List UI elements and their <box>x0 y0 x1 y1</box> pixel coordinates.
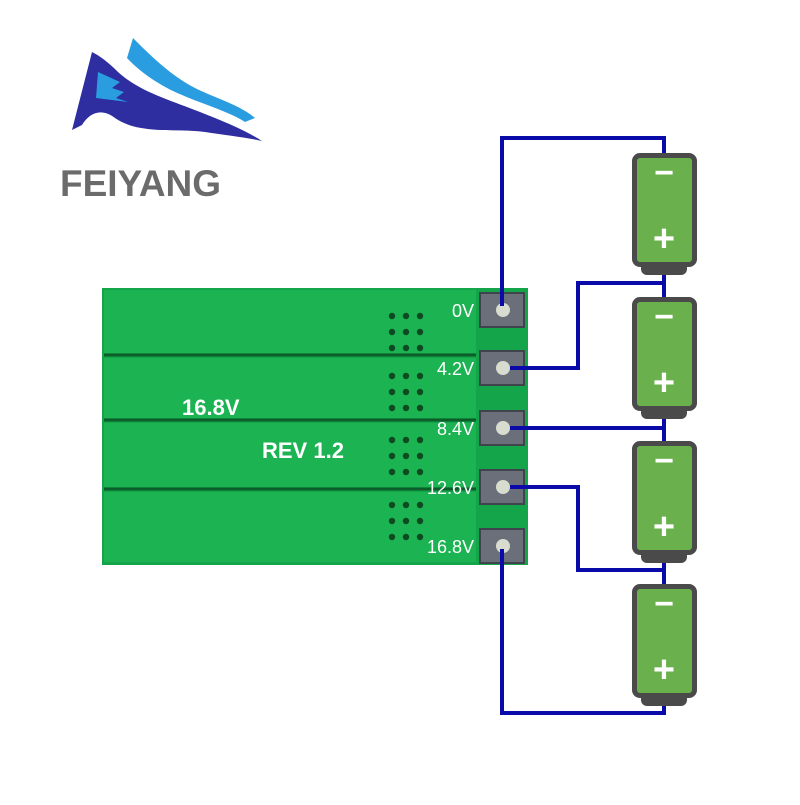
battery-cell: −+ <box>632 153 697 275</box>
wire-12-6v <box>510 485 664 572</box>
pcb-bar-3 <box>104 423 476 487</box>
via <box>416 388 424 396</box>
via <box>388 344 396 352</box>
via <box>388 452 396 460</box>
silkscreen-voltage: 16.8V <box>182 395 240 420</box>
feiyang-logo <box>72 38 262 141</box>
brand-name: FEIYANG <box>60 163 221 204</box>
battery-positive-sign: + <box>653 506 675 548</box>
battery-positive-sign: + <box>653 218 675 260</box>
pad-label: 16.8V <box>427 537 474 557</box>
via <box>402 372 410 380</box>
battery-body <box>637 302 692 406</box>
via <box>416 452 424 460</box>
battery-cell: −+ <box>632 441 697 563</box>
via <box>388 404 396 412</box>
via <box>402 517 410 525</box>
via <box>416 501 424 509</box>
battery-negative-sign: − <box>654 154 674 192</box>
via <box>416 312 424 320</box>
via <box>388 372 396 380</box>
battery-body <box>637 158 692 262</box>
battery-cell: −+ <box>632 297 697 419</box>
battery-negative-sign: − <box>654 442 674 480</box>
via <box>416 436 424 444</box>
battery-positive-sign: + <box>653 649 675 691</box>
via <box>416 372 424 380</box>
pad-label: 0V <box>452 301 474 321</box>
pad-hole <box>496 480 510 494</box>
via <box>402 436 410 444</box>
pad-label: 4.2V <box>437 359 474 379</box>
logo-dark-blue-flag <box>72 52 262 141</box>
via <box>402 501 410 509</box>
via <box>388 517 396 525</box>
via <box>402 328 410 336</box>
battery-cell: −+ <box>632 584 697 706</box>
via <box>388 388 396 396</box>
via <box>416 533 424 541</box>
pad-hole <box>496 539 510 553</box>
battery-stack: −+−+−+−+ <box>632 153 697 706</box>
via <box>402 533 410 541</box>
pcb-bar-4 <box>104 492 476 562</box>
via <box>402 312 410 320</box>
battery-negative-sign: − <box>654 298 674 336</box>
silkscreen-revision: REV 1.2 <box>262 438 344 463</box>
via <box>402 388 410 396</box>
via <box>416 517 424 525</box>
battery-positive-sign: + <box>653 362 675 404</box>
via <box>388 501 396 509</box>
via <box>402 468 410 476</box>
via <box>416 404 424 412</box>
via <box>416 328 424 336</box>
pcb-board: 0V 4.2V 8.4V 12.6V 16.8V <box>102 288 528 565</box>
wire-4-2v <box>510 281 664 370</box>
via <box>388 436 396 444</box>
via <box>402 404 410 412</box>
pad-hole <box>496 421 510 435</box>
battery-body <box>637 589 692 693</box>
via <box>402 452 410 460</box>
via <box>388 328 396 336</box>
via <box>402 344 410 352</box>
via <box>416 344 424 352</box>
via <box>388 312 396 320</box>
logo-light-blue-accent <box>96 72 128 102</box>
logo-light-blue-wave <box>127 38 255 122</box>
pad-label: 8.4V <box>437 419 474 439</box>
pad-hole <box>496 361 510 375</box>
battery-negative-sign: − <box>654 585 674 623</box>
pcb-bar-1 <box>104 290 476 353</box>
wire-0v <box>500 136 666 306</box>
pcb-bar-2 <box>104 358 476 418</box>
via <box>416 468 424 476</box>
via-grid <box>388 312 424 541</box>
via <box>388 468 396 476</box>
pad-hole <box>496 303 510 317</box>
via <box>388 533 396 541</box>
battery-body <box>637 446 692 550</box>
pad-label: 12.6V <box>427 478 474 498</box>
